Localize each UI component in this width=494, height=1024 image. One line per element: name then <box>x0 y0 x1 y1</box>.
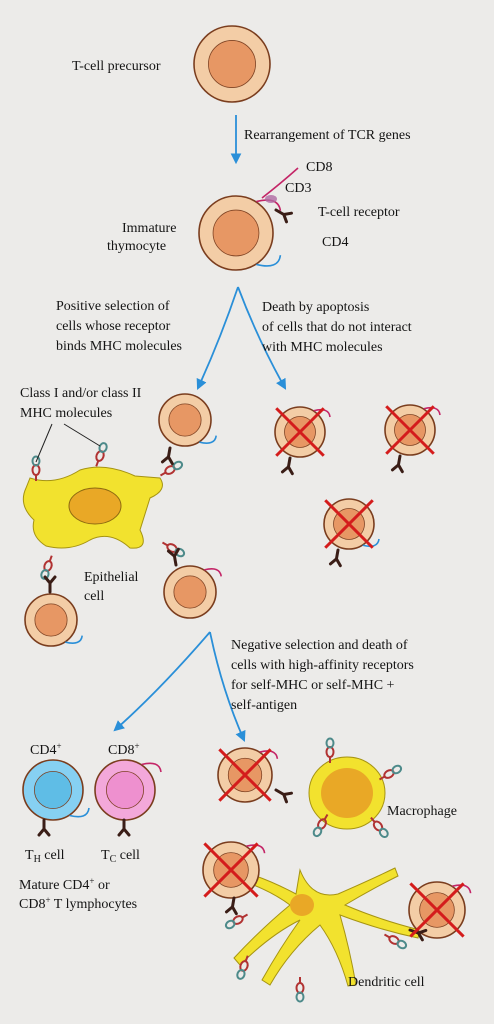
cross-mark-icon <box>275 407 325 457</box>
t-cell-receptor-icon <box>37 818 51 837</box>
label-macrophage: Macrophage <box>387 804 457 819</box>
label-mature-2: CD8+ T lymphocytes <box>19 895 138 912</box>
arrow-mature-lymphocytes <box>113 631 211 732</box>
label-cd3: CD3 <box>285 181 312 196</box>
label-positive-1: Positive selection of <box>56 299 170 314</box>
mhc-molecule-icon <box>40 555 53 580</box>
label-mature-1: Mature CD4+ or <box>19 876 110 893</box>
apoptotic-cell-2 <box>384 404 441 474</box>
label-positive-2: cells whose receptor <box>56 319 171 334</box>
mhc-molecule-icon <box>236 955 249 980</box>
t-cell-receptor-icon <box>274 788 293 804</box>
label-tc-cell: TC cell <box>101 848 140 865</box>
positively-selected-cell-2 <box>163 547 222 619</box>
mhc-molecule-icon <box>378 764 403 781</box>
t-cell-receptor-icon <box>166 547 180 567</box>
positively-selected-cell-1 <box>158 393 217 466</box>
mature-cd4-t-cell <box>22 759 90 837</box>
label-negative-4: self-antigen <box>231 698 298 713</box>
t-cell-receptor-icon <box>117 818 131 837</box>
label-negative-1: Negative selection and death of <box>231 638 408 653</box>
immature-thymocyte <box>198 195 293 271</box>
t-cell-receptor-icon <box>274 208 293 224</box>
label-death-2: of cells that do not interact <box>262 320 412 335</box>
label-death-1: Death by apoptosis <box>262 300 370 315</box>
t-cell-receptor-icon <box>160 446 174 466</box>
cross-mark-icon <box>218 748 272 802</box>
t-cell-receptor-icon <box>43 575 57 594</box>
label-cd4-plus: CD4+ <box>30 741 62 758</box>
negatively-selected-cell-1 <box>217 747 293 804</box>
t-cell-receptor-icon <box>280 456 294 476</box>
arrow-death-apoptosis <box>237 286 287 390</box>
apoptotic-cell-1 <box>274 406 331 476</box>
cross-mark-icon <box>203 842 259 898</box>
label-thymocyte: thymocyte <box>107 239 167 254</box>
t-cell-receptor-icon <box>328 548 342 568</box>
label-death-3: with MHC molecules <box>262 340 383 355</box>
label-cell: cell <box>84 589 105 604</box>
mhc-molecule-icon <box>95 442 108 467</box>
label-epithelial: Epithelial <box>84 570 139 585</box>
epithelial-cell <box>22 442 186 580</box>
arrow-positive-selection <box>196 286 239 390</box>
label-negative-2: cells with high-affinity receptors <box>231 658 414 673</box>
mhc-molecule-icon <box>312 813 329 838</box>
label-negative-3: for self-MHC or self-MHC + <box>231 678 395 693</box>
label-cd8-plus: CD8+ <box>108 741 140 758</box>
mhc-molecule-icon <box>159 460 184 477</box>
cross-mark-icon <box>385 405 435 455</box>
mhc-molecule-icon <box>224 913 249 930</box>
mature-cd8-t-cell <box>94 759 162 837</box>
mhc-molecule-icon <box>370 816 389 839</box>
cross-mark-icon <box>324 499 374 549</box>
mhc-molecule-icon <box>383 933 408 950</box>
t-cell-precursor <box>193 25 271 103</box>
label-cd4: CD4 <box>322 235 349 250</box>
mhc-molecule-icon <box>31 455 41 481</box>
arrow-negative-selection <box>209 631 246 742</box>
label-mhc-2: MHC molecules <box>20 406 113 421</box>
label-rearrangement: Rearrangement of TCR genes <box>244 128 411 143</box>
label-t-cell-receptor: T-cell receptor <box>318 205 400 220</box>
positively-selected-cell-3 <box>24 575 83 647</box>
negatively-selected-cell-3 <box>408 881 472 942</box>
label-cd8: CD8 <box>306 160 333 175</box>
label-t-cell-precursor: T-cell precursor <box>72 59 161 74</box>
label-th-cell: TH cell <box>25 848 65 865</box>
label-immature: Immature <box>122 221 177 236</box>
dendritic-cell <box>224 867 421 1003</box>
mhc-molecule-icon <box>325 737 335 763</box>
cross-mark-icon <box>409 882 465 938</box>
t-cell-receptor-icon <box>390 454 404 474</box>
label-dendritic-cell: Dendritic cell <box>348 975 425 990</box>
t-cell-receptor-icon <box>224 896 238 916</box>
label-positive-3: binds MHC molecules <box>56 339 182 354</box>
label-mhc-1: Class I and/or class II <box>20 386 142 401</box>
macrophage-cell <box>308 737 403 839</box>
mhc-molecule-icon <box>295 977 305 1003</box>
apoptotic-cell-3 <box>323 498 380 568</box>
negatively-selected-cell-2 <box>202 841 266 916</box>
